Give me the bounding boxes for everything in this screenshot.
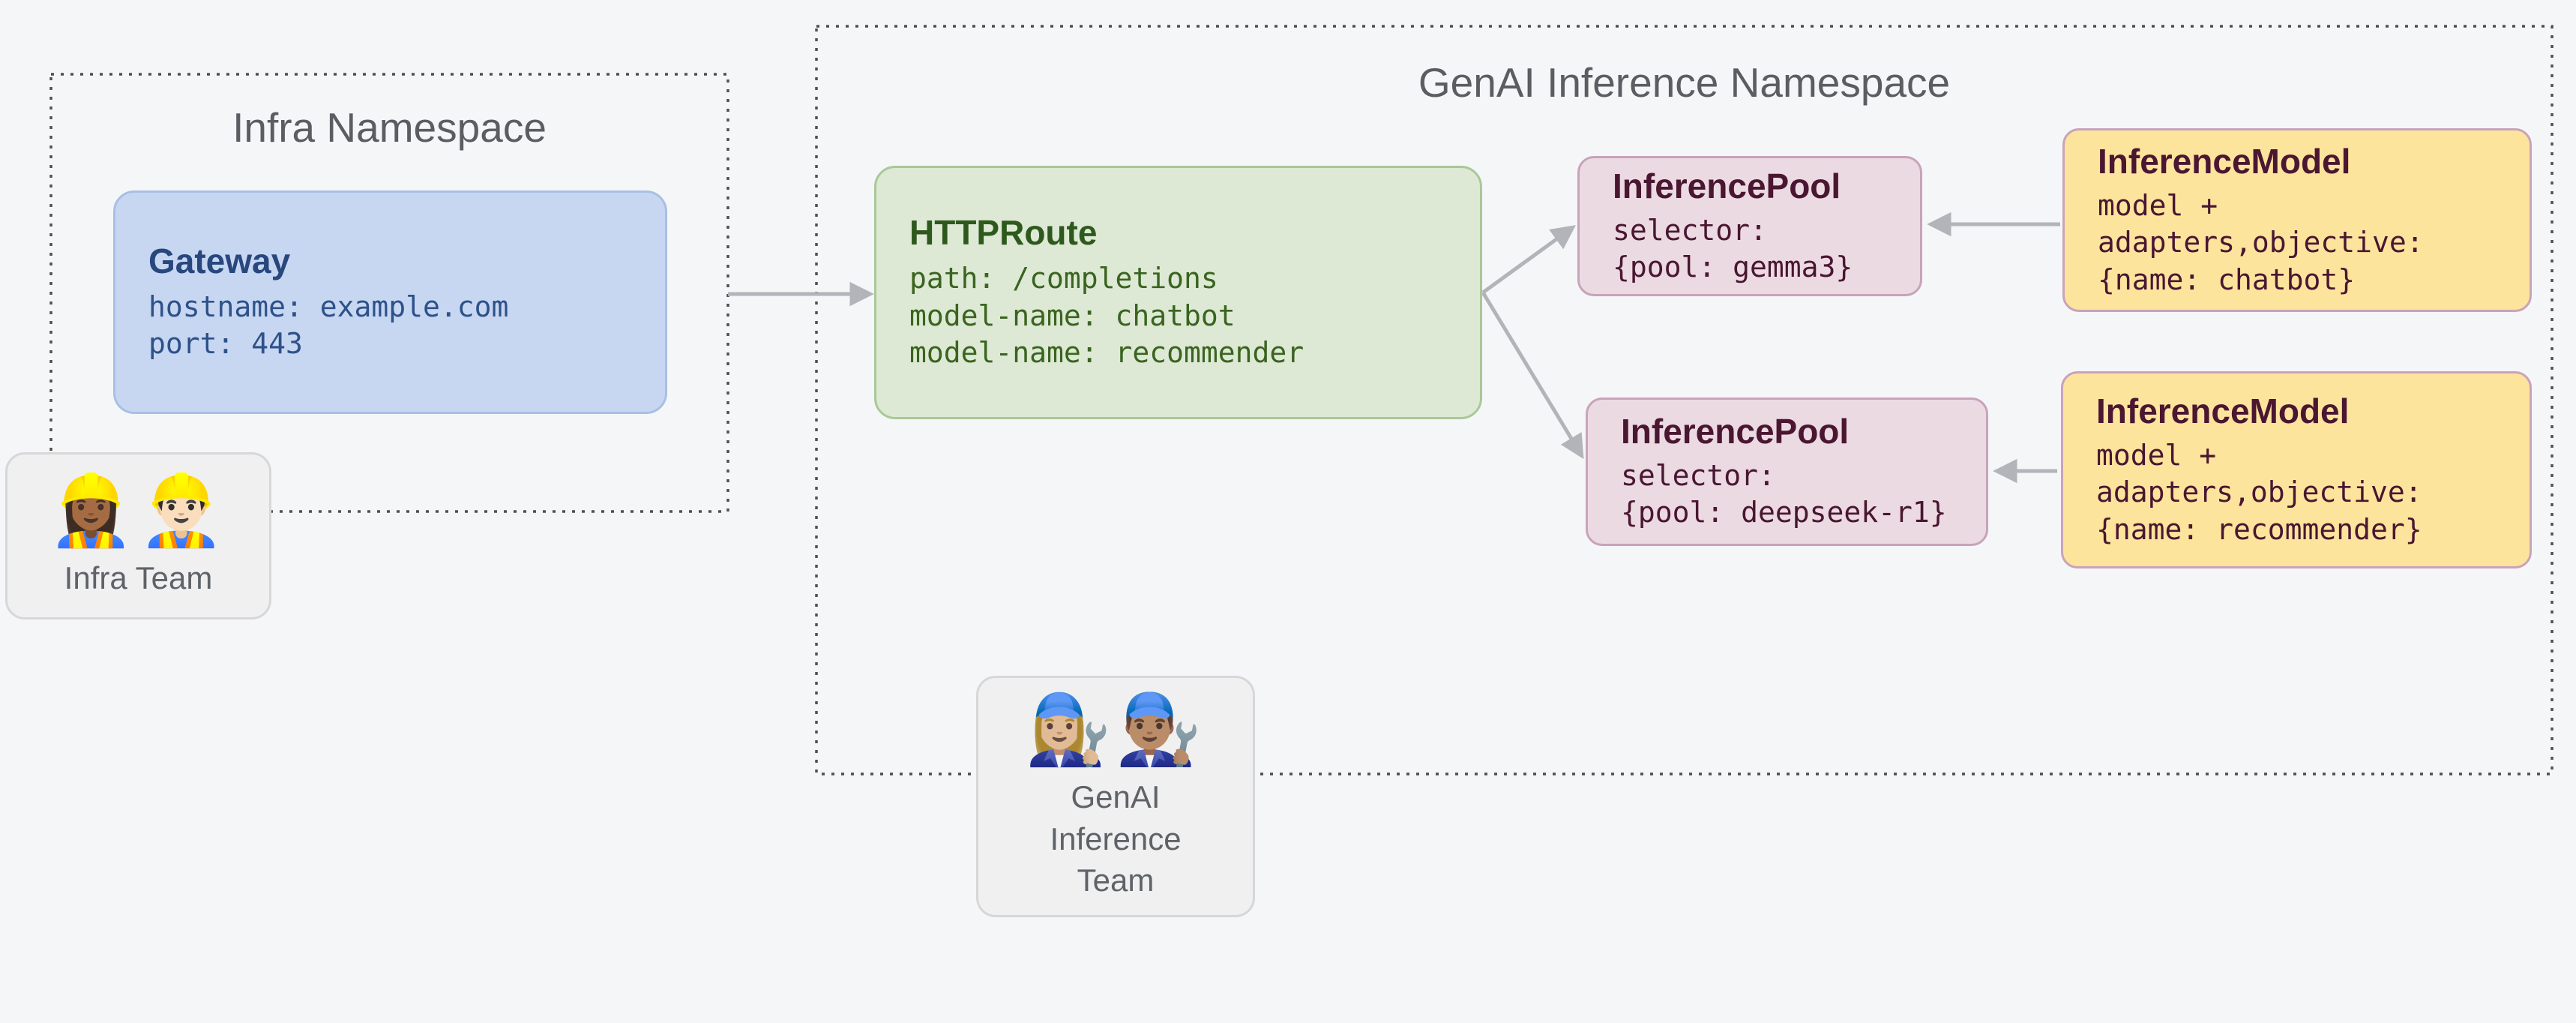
infra-namespace-border (49, 73, 729, 513)
httproute-model-recommender-line: model-name: recommender (909, 336, 1304, 370)
inferencemodel-recommender-model-line: model + (2096, 438, 2217, 472)
inferencepool-gemma3-title: InferencePool (1613, 166, 1841, 206)
httproute-model-chatbot-line: model-name: chatbot (909, 298, 1236, 332)
genai-team-label-line-1: GenAI (1071, 779, 1161, 815)
inferencemodel-chatbot-node: InferenceModel model + adapters,objectiv… (2062, 128, 2532, 312)
genai-team-label-line-2: Inference (1050, 820, 1182, 856)
httproute-path-line: path: /completions (909, 262, 1218, 296)
genai-team-label-line-3: Team (1077, 862, 1155, 898)
infra-team-card: 👷🏾‍♀️👷🏻‍♂️ Infra Team (5, 452, 271, 620)
inferencemodel-recommender-title: InferenceModel (2096, 391, 2350, 430)
genai-namespace-title: GenAI Inference Namespace (1418, 59, 1951, 106)
construction-workers-emoji: 👷🏾‍♀️👷🏻‍♂️ (47, 472, 229, 550)
mechanics-emoji: 👩🏼‍🔧👨🏽‍🔧 (1025, 692, 1206, 769)
gateway-node-title: Gateway (148, 242, 291, 281)
gateway-hostname-line: hostname: example.com (148, 290, 509, 324)
inferencepool-gemma3-pool-line: {pool: gemma3} (1613, 250, 1853, 284)
gateway-node: Gateway hostname: example.com port: 443 (113, 190, 667, 414)
inferencemodel-recommender-name-line: {name: recommender} (2096, 512, 2422, 546)
inferencepool-gemma3-selector-line: selector: (1613, 213, 1767, 247)
inferencemodel-chatbot-title: InferenceModel (2098, 141, 2351, 181)
infra-namespace-title: Infra Namespace (232, 104, 547, 151)
genai-inference-team-card: 👩🏼‍🔧👨🏽‍🔧 GenAI Inference Team (976, 676, 1255, 917)
inferencemodel-chatbot-name-line: {name: chatbot} (2098, 262, 2356, 296)
infra-team-label: Infra Team (64, 560, 213, 596)
inferencemodel-recommender-adapters-line: adapters,objective: (2096, 476, 2422, 509)
inferencemodel-recommender-node: InferenceModel model + adapters,objectiv… (2061, 371, 2532, 568)
genai-inference-team-label: GenAI Inference Team (1050, 776, 1181, 901)
gateway-port-line: port: 443 (148, 327, 303, 361)
inferencepool-deepseek-pool-line: {pool: deepseek-r1} (1621, 496, 1947, 530)
genai-namespace-border (815, 25, 2554, 776)
arrow-httproute-to-pool-gemma3 (1481, 225, 1576, 295)
httproute-node: HTTPRoute path: /completions model-name:… (874, 166, 1482, 419)
httproute-node-title: HTTPRoute (909, 213, 1098, 253)
inferencemodel-chatbot-model-line: model + (2098, 188, 2218, 222)
inferencepool-deepseek-title: InferencePool (1621, 412, 1850, 452)
inferencemodel-chatbot-adapters-line: adapters,objective: (2098, 226, 2424, 260)
inferencepool-deepseek-node: InferencePool selector: {pool: deepseek-… (1586, 398, 1988, 546)
inferencepool-deepseek-selector-line: selector: (1621, 459, 1775, 493)
inferencepool-gemma3-node: InferencePool selector: {pool: gemma3} (1577, 156, 1922, 296)
arrow-httproute-to-pool-deepseek (1481, 291, 1584, 460)
